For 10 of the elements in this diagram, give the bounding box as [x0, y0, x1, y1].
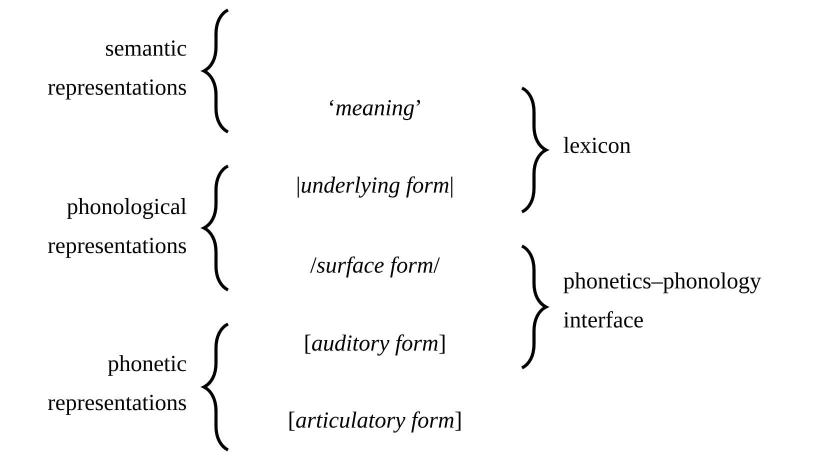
group-label: lexicon — [564, 136, 631, 154]
group-label: phonetics–phonology interface — [564, 272, 762, 328]
form-label: ‘meaning’ — [330, 100, 420, 120]
group-label: phonological representations — [48, 198, 186, 258]
form-label: [auditory form] — [305, 334, 445, 356]
form-label: [articulatory form] — [290, 411, 460, 433]
group-label: phonetic representations — [48, 355, 186, 415]
form-label: |underlying form| — [298, 176, 452, 198]
group-label: semantic representations — [48, 40, 186, 100]
form-label: /surface form/ — [310, 256, 440, 278]
